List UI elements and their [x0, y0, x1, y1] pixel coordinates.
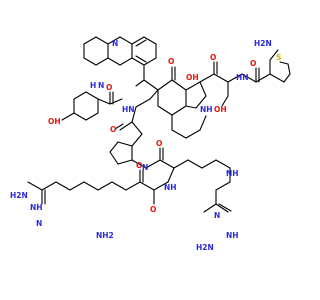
oxygen-amide-5: O — [150, 205, 156, 214]
oxygen-keto-3: O — [156, 139, 162, 148]
hydrogen-pyrrolidine: H — [90, 81, 96, 90]
molecule-canvas: N O OH O NH OH HN O H2N S N H O OH HN O … — [10, 36, 291, 252]
isoquinoline-ring — [83, 36, 157, 66]
nitrogen-amide-2: HN — [122, 105, 135, 114]
nitrogen-amide-4: NH — [226, 169, 239, 178]
nitrogen-proline: N — [142, 163, 148, 172]
imine-guanidine-1: NH — [30, 203, 43, 212]
hydroxy-group: OH — [48, 117, 61, 126]
central-core — [135, 64, 207, 139]
nitrogen-amide-1: HN — [236, 73, 249, 82]
oxygen-amide-3: O — [110, 125, 116, 134]
nitrogen-guanidine-2: N — [214, 211, 220, 220]
nitrogen-pyrrolidine: N — [98, 81, 104, 90]
amine-top: H2N — [254, 39, 272, 48]
sulfur-thiophene: S — [276, 53, 281, 62]
oxygen-amide-1: O — [250, 59, 256, 68]
imine-guanidine-2: NH — [226, 231, 239, 240]
oxygen-keto-1: O — [168, 57, 174, 66]
amine-guanidine-2: H2N — [196, 243, 214, 252]
amine-mid: NH2 — [96, 231, 114, 240]
oxygen-amide-2: O — [106, 83, 112, 92]
nitrogen-ring: NH — [200, 105, 213, 114]
nitrogen-isoquinoline: N — [112, 39, 118, 48]
amine-guanidine-1: H2N — [10, 191, 28, 200]
hydroxyproline-ring — [61, 91, 151, 121]
nitrogen-guanidine-1: N — [36, 219, 42, 228]
oxygen-keto-2: O — [210, 53, 216, 62]
nitrogen-amide-3: NH — [164, 183, 177, 192]
oxygen-serine: OH — [214, 105, 227, 114]
proline-ring — [109, 106, 217, 183]
arginine-chains — [27, 159, 232, 213]
molecule-structure: N O OH O NH OH HN O H2N S N H O OH HN O … — [10, 36, 291, 252]
serine-thiophene-chain — [199, 49, 291, 107]
oxygen-amide-4: O — [136, 161, 142, 170]
oxygen-acid: OH — [186, 73, 199, 82]
